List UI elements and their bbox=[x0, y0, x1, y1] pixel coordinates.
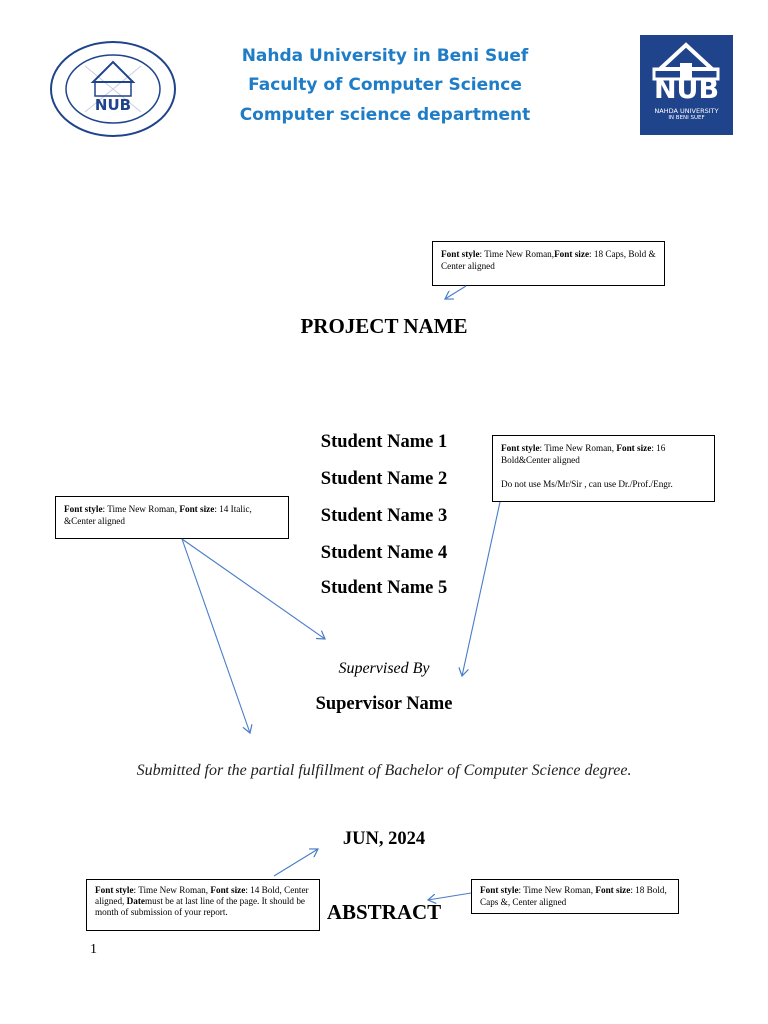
project-name: PROJECT NAME bbox=[300, 314, 468, 338]
abstract-font-note: Font style: Time New Roman, Font size: 1… bbox=[471, 879, 679, 914]
nub-university-logo: NUB NAHDA UNIVERSITY IN BENI SUEF bbox=[640, 35, 733, 135]
seal-main-text: NUB bbox=[94, 96, 132, 114]
logo-sub-text: NAHDA UNIVERSITY bbox=[654, 107, 719, 115]
logo-sub-text-2: IN BENI SUEF bbox=[668, 115, 705, 121]
department-name: Computer science department bbox=[239, 105, 531, 125]
abstract-heading: ABSTRACT bbox=[326, 900, 442, 924]
page-number: 1 bbox=[90, 942, 97, 957]
university-name: Nahda University in Beni Suef bbox=[241, 46, 529, 66]
student-name-5: Student Name 5 bbox=[320, 578, 448, 598]
italic-font-note: Font style: Time New Roman, Font size: 1… bbox=[55, 496, 289, 539]
title-font-note: Font style: Time New Roman,Font size: 18… bbox=[432, 241, 665, 286]
supervised-by-label: Supervised By bbox=[338, 660, 430, 677]
student-font-note: Font style: Time New Roman, Font size: 1… bbox=[492, 435, 715, 502]
submission-statement: Submitted for the partial fulfillment of… bbox=[136, 762, 632, 779]
supervisor-name: Supervisor Name bbox=[315, 694, 453, 714]
student-name-3: Student Name 3 bbox=[320, 506, 448, 526]
student-name-2: Student Name 2 bbox=[320, 469, 448, 489]
arrow-date-note bbox=[273, 849, 318, 877]
date-font-note: Font style: Time New Roman, Font size: 1… bbox=[86, 879, 320, 931]
arrow-title-note bbox=[445, 285, 467, 299]
student-name-1: Student Name 1 bbox=[320, 432, 448, 452]
student-name-4: Student Name 4 bbox=[320, 543, 448, 563]
submission-date: JUN, 2024 bbox=[342, 829, 426, 849]
faculty-name: Faculty of Computer Science bbox=[248, 75, 522, 95]
arrow-abstract-note bbox=[428, 892, 472, 900]
faculty-seal-logo: NUB bbox=[45, 38, 181, 140]
logo-main-text: NUB bbox=[653, 74, 720, 105]
